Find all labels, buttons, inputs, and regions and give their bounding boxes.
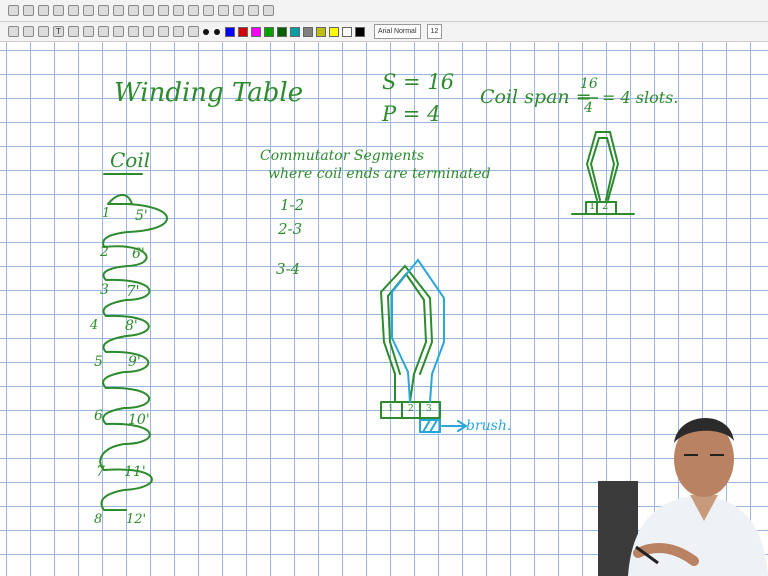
zoom-fit-icon[interactable] [218,5,229,16]
green-coil-leads [395,374,414,402]
circle-tool-icon[interactable] [158,26,169,37]
span-numerator: 16 [580,76,598,92]
shape-tool-icon[interactable] [83,26,94,37]
color-palette [225,27,368,37]
pen-tool-icon[interactable] [128,5,139,16]
new-file-icon[interactable] [8,5,19,16]
pencil-icon[interactable] [8,26,19,37]
segment-1: 1-2 [280,196,304,214]
span-denominator: 4 [584,100,593,116]
coil-winding-path [100,195,167,510]
eraser-icon[interactable] [23,26,34,37]
ruler-icon[interactable] [143,26,154,37]
redo-icon[interactable] [113,5,124,16]
color-swatch-7[interactable] [303,27,313,37]
line-tool-icon[interactable] [38,26,49,37]
lasso-icon[interactable] [113,26,124,37]
text-tool-icon[interactable]: T [53,26,64,37]
coil-3-end: 7' [126,282,140,300]
coil-4-start: 4 [90,318,98,333]
zoom-out-icon[interactable] [203,5,214,16]
color-swatch-10[interactable] [342,27,352,37]
span-result: = 4 slots. [602,88,678,107]
coil-6-start: 6 [94,408,103,424]
segment-2: 2-3 [278,220,302,238]
large-sketch-label-1: 1 [388,404,394,414]
thin-stroke-icon[interactable] [203,29,209,35]
coil-7-start: 7 [96,464,105,480]
segment-3: 3-4 [276,260,300,278]
highlighter-icon[interactable] [143,5,154,16]
coil-heading: Coil [110,148,150,172]
small-sketch-label-1: 1 [589,201,595,212]
coil-2-end: 6' [132,246,145,262]
commutator-subheading: where coil ends are terminated [268,166,491,182]
cut-icon[interactable] [53,5,64,16]
undo-icon[interactable] [98,5,109,16]
small-sketch-label-2: 2 [602,201,608,212]
coil-8-end: 12' [126,512,146,527]
coil-4-end: 8' [125,318,138,334]
grid-icon[interactable] [128,26,139,37]
font-size-field[interactable]: 12 [427,24,443,39]
paste-icon[interactable] [83,5,94,16]
coil-1-end: 5' [135,208,148,224]
thick-stroke-icon[interactable] [214,29,220,35]
zoom-in-icon[interactable] [188,5,199,16]
p-value: P = 4 [382,102,440,126]
color-swatch-8[interactable] [316,27,326,37]
fullscreen-icon[interactable] [263,5,274,16]
more-tools-icon[interactable] [188,26,199,37]
brush-icon[interactable] [173,26,184,37]
brush-label: brush. [466,418,511,434]
coil-8-start: 8 [94,512,102,527]
color-swatch-9[interactable] [329,27,339,37]
save-icon[interactable] [38,5,49,16]
commutator-heading: Commutator Segments [260,148,424,164]
large-sketch-label-2: 2 [408,404,414,414]
whiteboard-canvas[interactable]: Winding Table S = 16 P = 4 Coil span = 1… [0,42,768,576]
open-file-icon[interactable] [23,5,34,16]
main-toolbar [0,0,768,22]
first-page-icon[interactable] [173,5,184,16]
image-tool-icon[interactable] [68,26,79,37]
presenter-video [598,371,768,576]
coil-5-start: 5 [94,354,103,370]
coil-6-end: 10' [128,412,150,428]
color-swatch-5[interactable] [277,27,287,37]
coil-3-start: 3 [100,282,109,298]
coil-1-start: 1 [102,206,110,221]
color-swatch-6[interactable] [290,27,300,37]
large-sketch-label-3: 3 [426,404,432,414]
pen-toolbar: T Arial Normal 12 [0,22,768,42]
coil-5-end: 9' [128,354,141,370]
zoom-page-icon[interactable] [248,5,259,16]
copy-icon[interactable] [68,5,79,16]
font-name-field[interactable]: Arial Normal [374,24,421,39]
s-value: S = 16 [382,70,454,94]
zoom-width-icon[interactable] [233,5,244,16]
color-swatch-3[interactable] [251,27,261,37]
rectangle-tool-icon[interactable] [98,26,109,37]
coil-span-label: Coil span = [480,86,592,108]
color-swatch-11[interactable] [355,27,365,37]
coil-7-end: 11' [124,464,146,480]
color-swatch-1[interactable] [225,27,235,37]
select-icon[interactable] [158,5,169,16]
board-title: Winding Table [114,78,303,108]
color-swatch-4[interactable] [264,27,274,37]
coil-2-start: 2 [100,244,109,260]
brush-box [420,420,440,432]
brush-arrow [442,421,466,431]
color-swatch-2[interactable] [238,27,248,37]
